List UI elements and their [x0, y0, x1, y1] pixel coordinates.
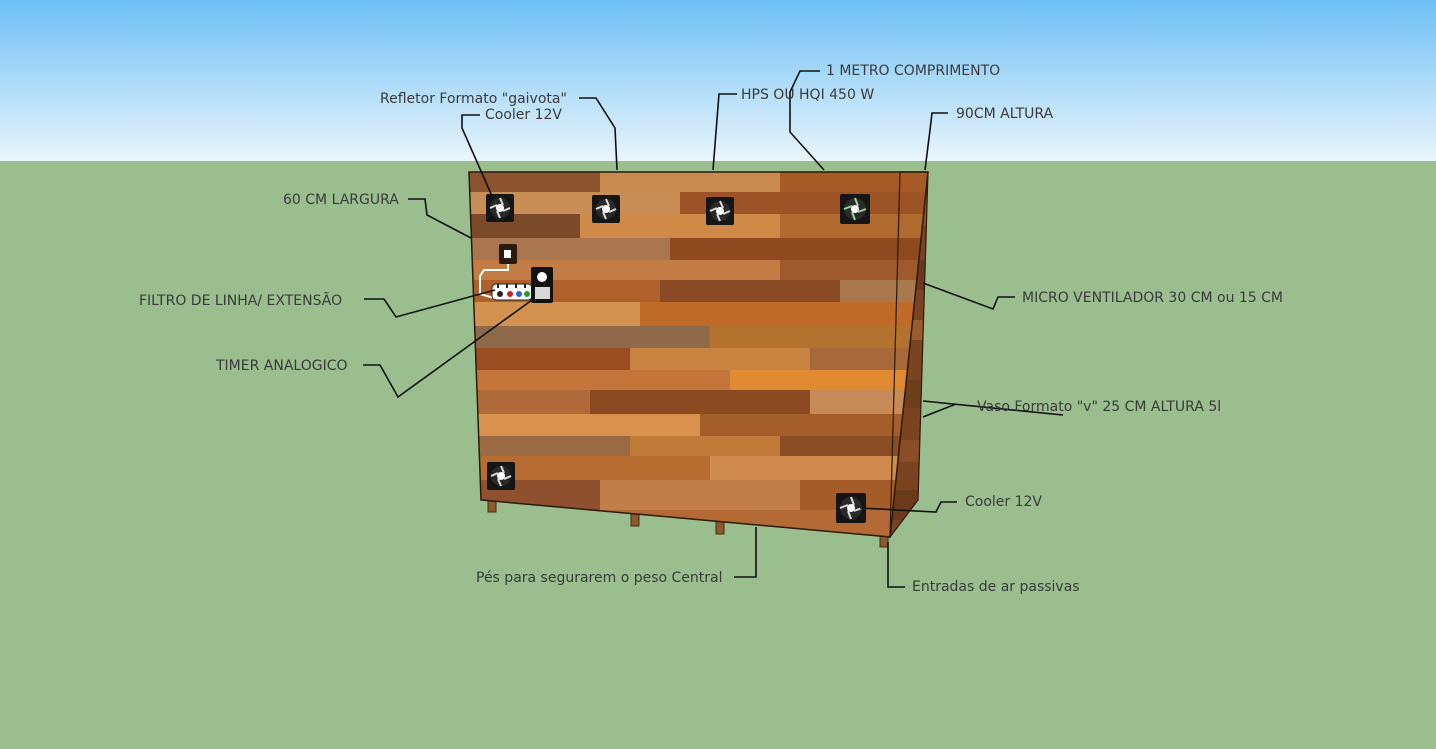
timer-icon — [531, 267, 553, 303]
leader-vaso — [922, 400, 1064, 416]
leader-largura — [408, 198, 472, 239]
leader-timer — [363, 299, 533, 399]
fan-icon — [487, 462, 515, 490]
leader-micro — [922, 282, 1015, 311]
label-micro-ventilador: MICRO VENTILADOR 30 CM ou 15 CM — [1022, 290, 1284, 306]
label-comprimento: 1 METRO COMPRIMENTO — [826, 63, 1001, 79]
label-hps: HPS OU HQI 450 W — [741, 87, 875, 103]
fan-icon — [706, 197, 734, 225]
label-pes: Pés para segurarem o peso Central — [476, 570, 723, 586]
leader-cooler-top — [461, 114, 493, 197]
leader-pes — [734, 527, 757, 578]
leader-filtro — [364, 289, 496, 318]
fan-icon — [486, 194, 514, 222]
label-refletor: Refletor Formato "gaivota" — [380, 91, 567, 107]
label-timer: TIMER ANALOGICO — [216, 358, 348, 374]
leader-hps — [712, 93, 737, 171]
box-side-outline — [889, 171, 929, 539]
leader-altura — [924, 112, 948, 171]
leader-comprimento — [789, 70, 825, 171]
fan-icon — [836, 493, 866, 523]
power-strip-icon — [479, 244, 533, 301]
fan-icon — [592, 195, 620, 223]
label-largura: 60 CM LARGURA — [283, 192, 399, 208]
label-cooler-top: Cooler 12V — [485, 107, 563, 123]
label-altura: 90CM ALTURA — [956, 106, 1054, 122]
label-vaso: Vaso Formato "v" 25 CM ALTURA 5l — [977, 399, 1222, 415]
box-feet — [487, 497, 889, 548]
sky — [0, 0, 1436, 162]
label-filtro: FILTRO DE LINHA/ EXTENSÃO — [139, 293, 343, 309]
leader-entradas — [887, 542, 905, 588]
leader-refletor — [579, 97, 618, 171]
leader-vaso-b — [922, 403, 957, 418]
leader-cooler-bottom — [859, 501, 957, 513]
label-entradas: Entradas de ar passivas — [912, 579, 1080, 595]
label-cooler-bottom: Cooler 12V — [965, 494, 1043, 510]
fan-icon — [840, 194, 870, 224]
box-front-panel — [469, 172, 928, 537]
leader-lines — [363, 70, 1064, 588]
